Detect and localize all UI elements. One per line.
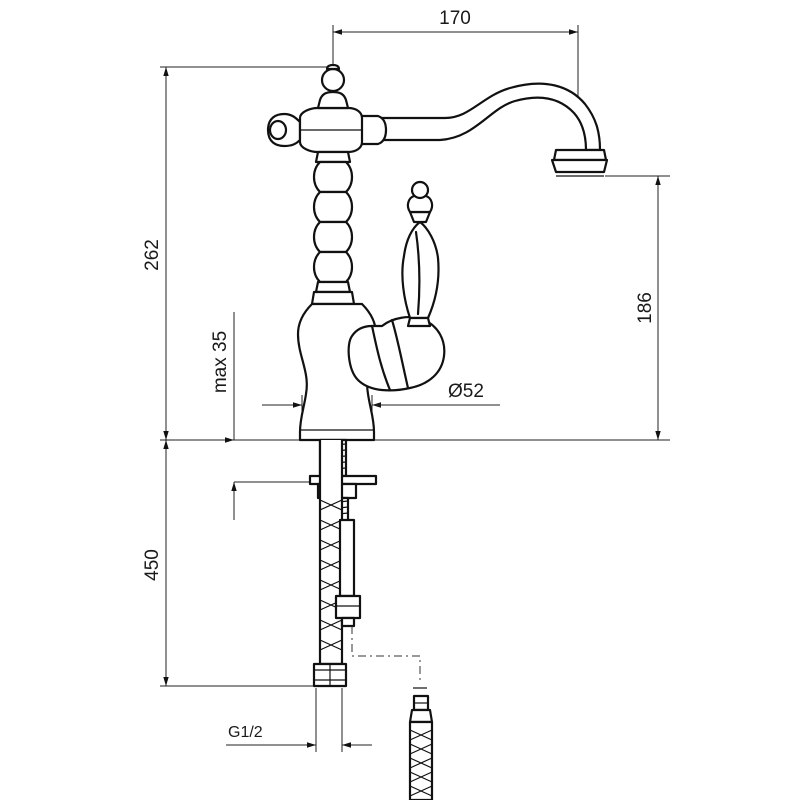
dimension-262: 262 xyxy=(142,67,169,440)
label-170: 170 xyxy=(439,8,471,29)
extension-lines xyxy=(160,25,670,752)
flex-hose-left xyxy=(318,440,344,666)
detail-braided-hose xyxy=(408,720,434,800)
mounting-assembly xyxy=(308,438,378,688)
lever-hub xyxy=(347,316,446,392)
top-ball xyxy=(320,67,346,93)
dimension-max35: max 35 xyxy=(210,312,310,520)
column-ring-1 xyxy=(312,160,354,194)
dimension-186: 186 xyxy=(635,176,661,440)
dimension-g12: G1/2 xyxy=(226,724,372,748)
label-450: 450 xyxy=(142,549,163,581)
label-186: 186 xyxy=(635,292,656,324)
spout-outlet xyxy=(552,148,608,162)
column-ring-4 xyxy=(312,250,354,284)
spout xyxy=(378,82,602,152)
faucet-body xyxy=(266,63,609,442)
top-finial xyxy=(316,90,350,110)
label-max35: max 35 xyxy=(210,331,231,393)
right-hose-fitting xyxy=(334,594,362,620)
dimension-170: 170 xyxy=(333,8,578,35)
column-ring-3 xyxy=(312,220,354,254)
lever-handle xyxy=(401,220,440,320)
flex-hose-right xyxy=(338,518,356,598)
right-cap xyxy=(358,114,388,146)
lever-top-ball xyxy=(410,180,430,200)
label-g12: G1/2 xyxy=(228,724,263,741)
label-diameter-52: Ø52 xyxy=(448,381,484,402)
hose-detail xyxy=(351,626,434,800)
column-ring-2 xyxy=(312,190,354,224)
dimension-450: 450 xyxy=(142,440,169,686)
aerator xyxy=(550,158,609,174)
label-262: 262 xyxy=(142,239,163,271)
